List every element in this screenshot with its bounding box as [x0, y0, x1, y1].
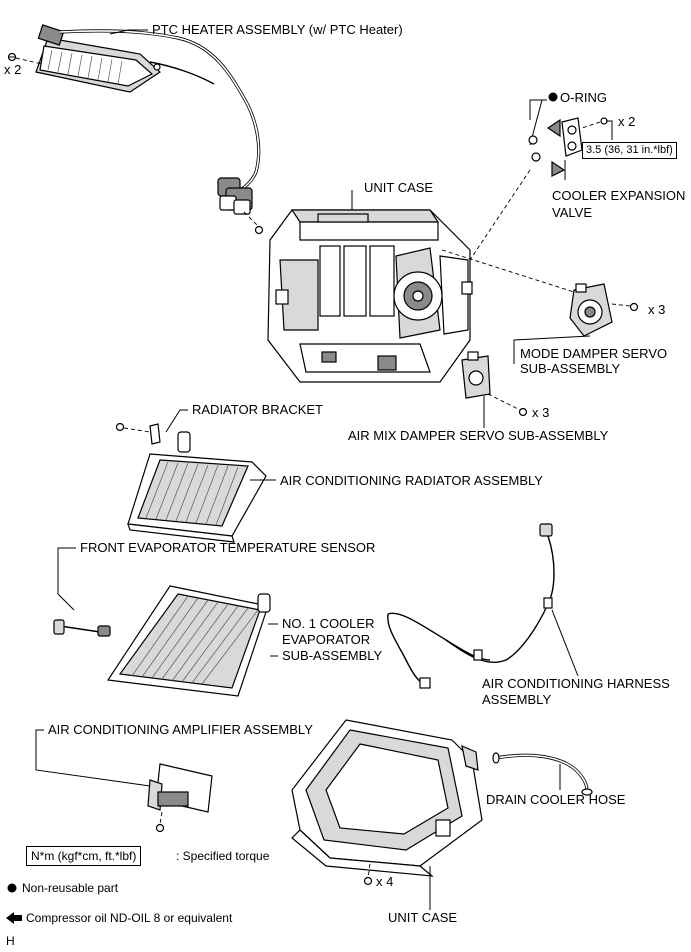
unit-case-lower-label: UNIT CASE	[388, 910, 458, 925]
cooler-expansion-valve-label-line1: COOLER EXPANSION	[552, 188, 686, 203]
ptc-connector-screw	[243, 211, 264, 235]
evaporator-label-line2: EVAPORATOR	[282, 632, 371, 647]
compressor-oil-legend-arrow	[6, 912, 22, 924]
o-ring-bullet	[548, 92, 558, 102]
cooler-expansion-valve	[528, 99, 613, 180]
cooler-expansion-valve-label-line2: VALVE	[552, 205, 592, 220]
radiator-assembly-label: AIR CONDITIONING RADIATOR ASSEMBLY	[280, 473, 543, 488]
non-reusable-legend-text: Non-reusable part	[22, 881, 119, 895]
radiator-bracket-label: RADIATOR BRACKET	[192, 402, 323, 417]
drain-cooler-hose-label: DRAIN COOLER HOSE	[486, 792, 626, 807]
amplifier-label: AIR CONDITIONING AMPLIFIER ASSEMBLY	[48, 722, 313, 737]
non-reusable-legend-bullet	[7, 883, 17, 893]
ptc-heater-assembly	[35, 24, 261, 215]
ptc-screw-qty: x 2	[4, 62, 22, 77]
mode-damper-servo-label-line2: SUB-ASSEMBLY	[520, 361, 621, 376]
ptc-screw	[7, 52, 43, 65]
radiator-assembly	[127, 431, 276, 543]
valve-torque-box: 3.5 (36, 31 in.*lbf)	[582, 142, 677, 159]
mode-damper-servo-label-line1: MODE DAMPER SERVO	[520, 346, 668, 361]
compressor-oil-legend-text: Compressor oil ND-OIL 8 or equivalent	[26, 911, 233, 925]
unit-case-upper-label: UNIT CASE	[364, 180, 434, 195]
o-ring-label: O-RING	[560, 90, 607, 105]
lower-case-screw-qty: x 4	[376, 874, 394, 889]
torque-legend-text: : Specified torque	[176, 849, 270, 863]
torque-legend-box: N*m (kgf*cm, ft.*lbf)	[26, 846, 142, 866]
unit-case-upper	[267, 190, 473, 383]
evaporator-label-line1: NO. 1 COOLER	[282, 616, 375, 631]
harness-label-line1: AIR CONDITIONING HARNESS	[482, 676, 670, 691]
air-mix-damper-servo	[461, 351, 528, 428]
evaporator-label-line3: SUB-ASSEMBLY	[282, 648, 383, 663]
drain-cooler-hose	[492, 752, 593, 796]
ptc-heater-label: PTC HEATER ASSEMBLY (w/ PTC Heater)	[152, 22, 403, 37]
corner-mark: H	[6, 934, 15, 948]
case-to-mode-servo-dash	[441, 249, 575, 293]
valve-screw-qty: x 2	[618, 114, 636, 129]
valve-to-case-dash	[469, 169, 531, 261]
unit-case-lower	[291, 719, 483, 910]
cooler-evaporator	[106, 585, 278, 697]
harness-label-line2: ASSEMBLY	[482, 692, 552, 707]
mode-damper-servo	[513, 283, 639, 364]
evaporator-temp-sensor-label: FRONT EVAPORATOR TEMPERATURE SENSOR	[80, 540, 376, 555]
mode-servo-qty: x 3	[648, 302, 666, 317]
radiator-bracket	[115, 409, 188, 445]
air-mix-damper-servo-label: AIR MIX DAMPER SERVO SUB-ASSEMBLY	[348, 428, 609, 443]
air-conditioning-harness	[387, 523, 579, 689]
air-conditioning-amplifier	[35, 729, 213, 833]
ptc-leader	[109, 29, 148, 35]
air-mix-servo-qty: x 3	[532, 405, 550, 420]
evaporator-temperature-sensor	[53, 547, 111, 637]
